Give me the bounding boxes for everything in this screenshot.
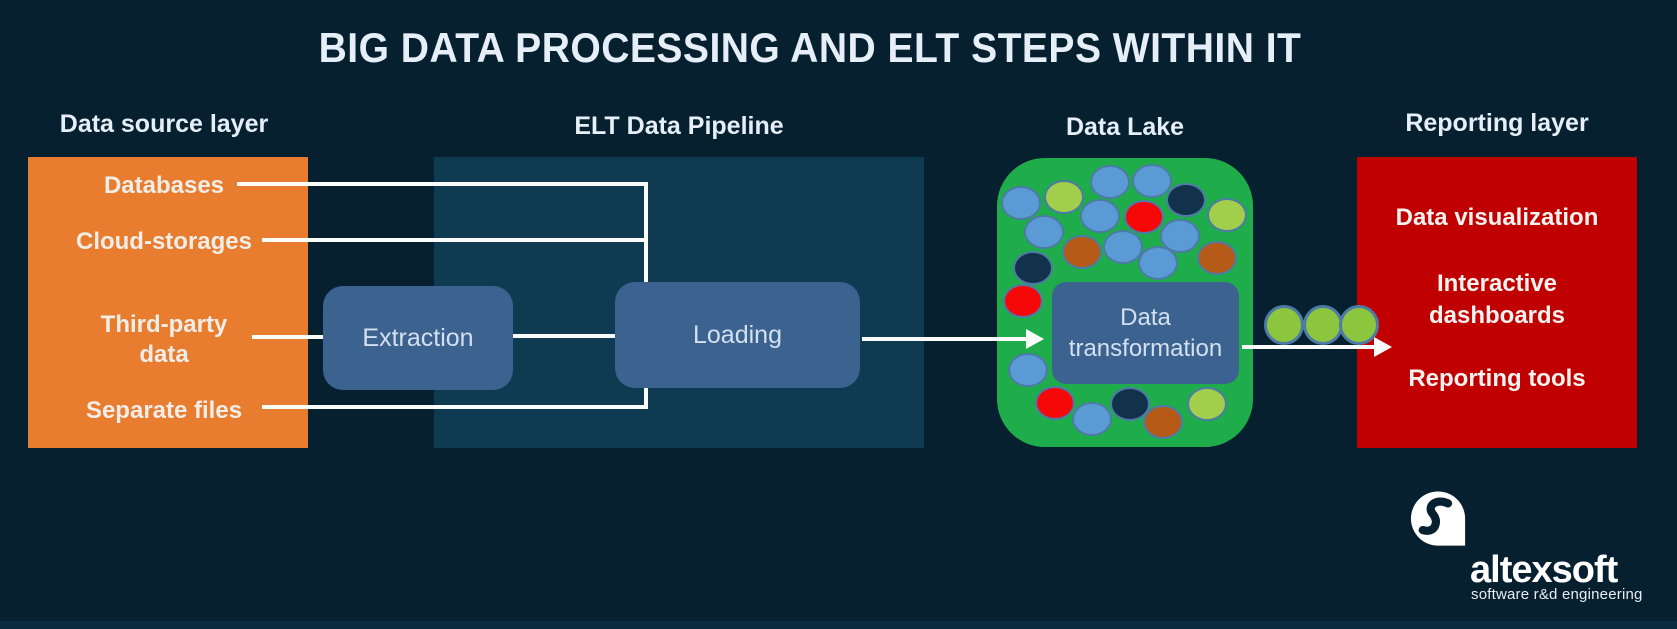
flow-data-dot: [1264, 305, 1304, 345]
source-item-third-party: Third-party data: [100, 311, 228, 368]
lake-to-reporting-arrowhead-icon: [1374, 337, 1392, 357]
connector-separate-files-line: [262, 405, 644, 409]
lake-data-dot: [1044, 180, 1084, 214]
lake-data-dot: [1062, 235, 1102, 269]
reporting-item-visualization: Data visualization: [1395, 204, 1599, 231]
lake-data-dot: [1160, 219, 1200, 253]
lake-data-dot: [1197, 241, 1237, 275]
bottom-accent-strip: [0, 621, 1677, 629]
lake-data-dot: [1013, 251, 1053, 285]
lake-data-dot: [1035, 386, 1075, 420]
lake-data-dot: [1008, 353, 1048, 387]
data-lake-header: Data Lake: [1065, 113, 1185, 141]
connector-databases-line: [237, 182, 644, 186]
connector-extraction-loading-line: [513, 334, 615, 338]
data-transformation-box: Data transformation: [1052, 282, 1239, 384]
altexsoft-logo-icon: [1410, 489, 1468, 557]
loading-box: Loading: [615, 282, 860, 388]
flow-data-dot: [1303, 305, 1343, 345]
lake-data-dot: [1207, 198, 1247, 232]
source-layer-header: Data source layer: [59, 110, 269, 138]
connector-cloud-line: [262, 238, 644, 242]
altexsoft-logo-name: altexsoft: [1470, 549, 1618, 591]
reporting-layer-header: Reporting layer: [1405, 109, 1589, 137]
lake-data-dot: [1001, 186, 1041, 220]
source-item-separate-files: Separate files: [85, 397, 243, 424]
connector-thirdparty-line: [252, 335, 323, 339]
reporting-panel: Data visualization Interactive dashboard…: [1357, 157, 1637, 448]
data-source-panel: Databases Cloud-storages Third-party dat…: [28, 157, 308, 448]
reporting-item-tools: Reporting tools: [1408, 365, 1586, 392]
lake-data-dot: [1138, 246, 1178, 280]
lake-data-dot: [1024, 215, 1064, 249]
lake-data-dot: [1143, 405, 1183, 439]
extraction-box: Extraction: [323, 286, 513, 390]
reporting-item-dashboards: Interactive dashboards: [1428, 270, 1566, 329]
main-title: BIG DATA PROCESSING AND ELT STEPS WITHIN…: [318, 24, 1302, 71]
source-item-cloud-storages: Cloud-storages: [75, 228, 252, 255]
lake-data-dot: [1124, 200, 1164, 234]
lake-data-dot: [1132, 164, 1172, 198]
lake-data-dot: [1166, 183, 1206, 217]
flow-data-dot: [1339, 305, 1379, 345]
altexsoft-logo-tagline: software r&d engineering: [1471, 586, 1643, 603]
lake-data-dot: [1072, 402, 1112, 436]
lake-data-dot: [1187, 387, 1227, 421]
lake-data-dot: [1080, 199, 1120, 233]
lake-data-dot: [1003, 284, 1043, 318]
lake-data-dot: [1090, 165, 1130, 199]
loading-to-lake-arrowhead-icon: [1026, 329, 1044, 349]
elt-pipeline-header: ELT Data Pipeline: [574, 112, 784, 140]
lake-to-reporting-arrow-line: [1242, 345, 1374, 349]
source-item-databases: Databases: [103, 172, 225, 199]
loading-to-lake-arrow-line: [862, 337, 1026, 341]
lake-data-dot: [1103, 230, 1143, 264]
